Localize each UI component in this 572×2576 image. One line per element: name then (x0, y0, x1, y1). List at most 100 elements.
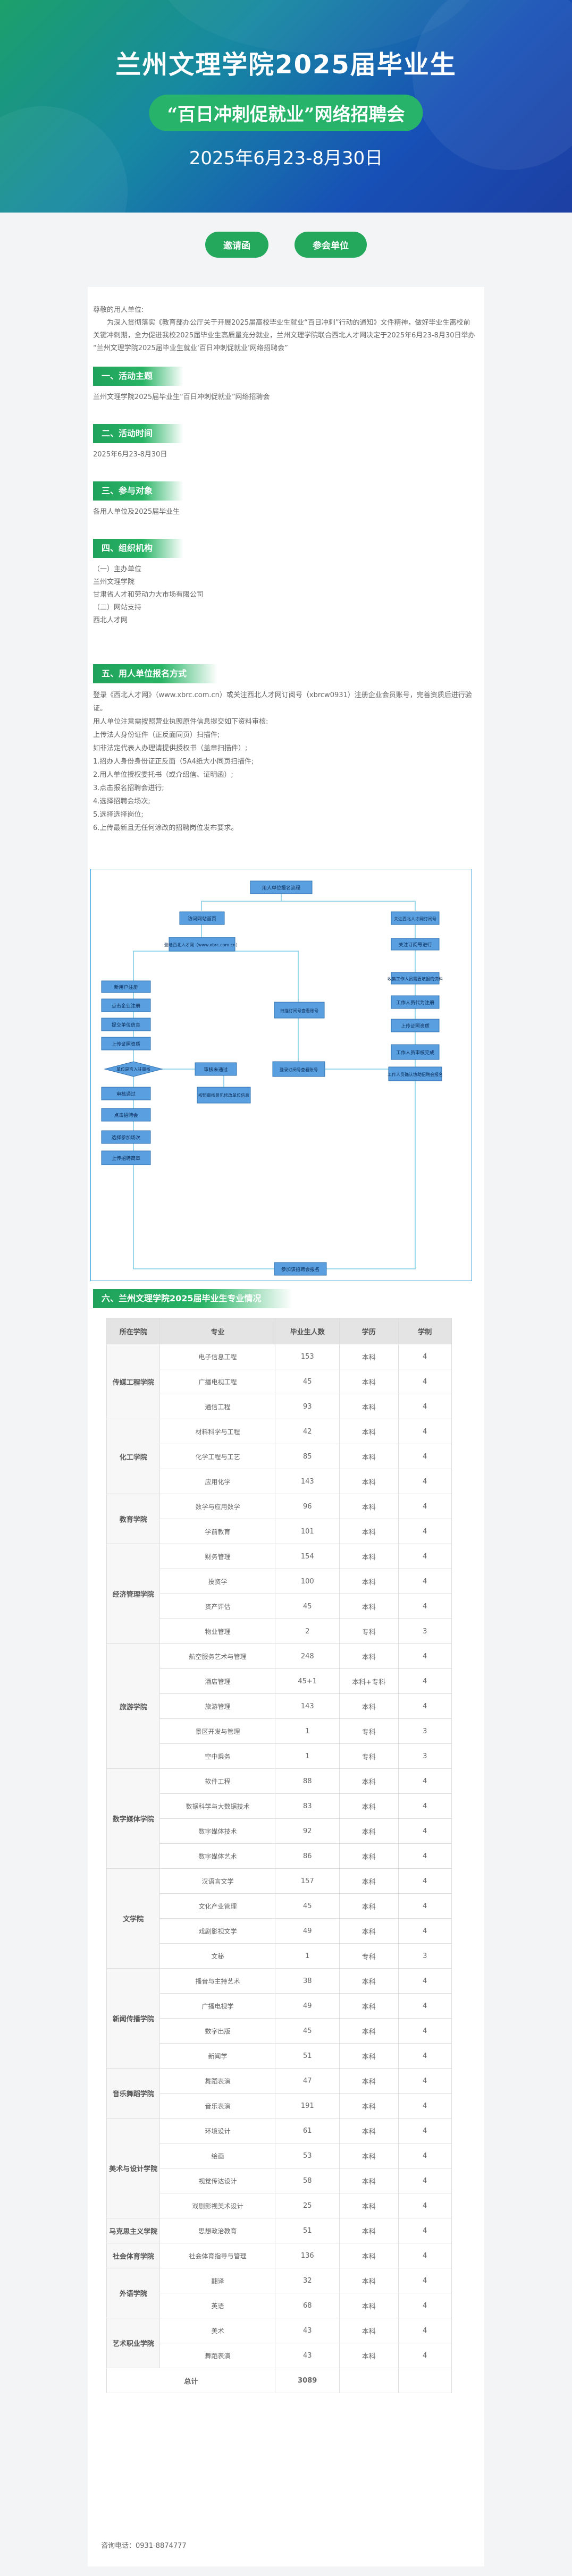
major-cell: 数字媒体技术 (159, 1818, 276, 1844)
section-heading: 一、活动主题 (93, 367, 184, 386)
degree-cell: 本科 (339, 1993, 399, 2019)
major-cell: 戏剧影视文学 (159, 1918, 276, 1944)
years-cell: 4 (398, 2343, 452, 2368)
degree-cell: 本科 (339, 1818, 399, 1844)
reg-line: 如非法定代表人办理请提供授权书（盖章扫描件）; (93, 744, 248, 752)
hero-title: 兰州文理学院2025届毕业生 (115, 50, 457, 80)
count-cell: 88 (275, 1768, 340, 1794)
years-cell: 4 (398, 1544, 452, 1569)
flow-label: 工作人员审核完成 (396, 1049, 434, 1056)
section-heading: 五、用人单位报名方式 (93, 664, 218, 683)
major-cell: 播音与主持艺术 (159, 1968, 276, 1994)
degree-cell: 本科 (339, 2118, 399, 2143)
reg-line: 3.点击报名招聘会进行; (93, 784, 164, 792)
degree-cell: 本科 (339, 2218, 399, 2243)
degree-cell: 本科 (339, 1868, 399, 1894)
count-cell: 51 (275, 2218, 340, 2243)
major-cell: 景区开发与管理 (159, 1718, 276, 1744)
years-cell: 4 (398, 1594, 452, 1619)
college-cell: 新闻传播学院 (106, 1968, 161, 2069)
section-body: 兰州文理学院2025届毕业生“百日冲刺促就业”网络招聘会 (93, 393, 270, 401)
degree-cell: 专科 (339, 1743, 399, 1769)
degree-cell: 本科 (339, 2143, 399, 2168)
tab-invitation[interactable]: 邀请函 (205, 232, 268, 258)
count-cell: 143 (275, 1693, 340, 1719)
years-cell: 4 (398, 2193, 452, 2218)
years-cell: 4 (398, 1868, 452, 1894)
years-cell: 4 (398, 1818, 452, 1844)
degree-cell: 本科 (339, 2018, 399, 2044)
flow-box (101, 998, 151, 1012)
years-cell: 4 (398, 2093, 452, 2119)
tab-participants[interactable]: 参会单位 (295, 232, 367, 258)
years-cell: 4 (398, 1693, 452, 1719)
years-cell: 4 (398, 2018, 452, 2044)
degree-cell: 本科 (339, 2093, 399, 2119)
degree-cell: 本科 (339, 2268, 399, 2293)
section-heading: 四、组织机构 (93, 539, 184, 558)
count-cell: 93 (275, 1394, 340, 1419)
major-cell: 绘画 (159, 2143, 276, 2168)
flow-box (388, 1066, 442, 1081)
degree-cell: 本科 (339, 1444, 399, 1469)
count-cell: 45 (275, 2018, 340, 2044)
section-heading: 六、兰州文理学院2025届毕业生专业情况 (93, 1289, 292, 1308)
years-cell: 4 (398, 1843, 452, 1869)
count-cell: 143 (275, 1469, 340, 1494)
degree-cell: 专科 (339, 1619, 399, 1644)
flow-box (274, 1262, 327, 1276)
flow-box (391, 995, 440, 1009)
intro-text: 尊敬的用人单位: 为深入贯彻落实《教育部办公厅关于开展2025届高校毕业生就业“… (93, 304, 476, 355)
reg-line: 上传法人身份证件（正反面同页）扫描件; (93, 731, 220, 739)
college-cell: 旅游学院 (106, 1643, 161, 1769)
count-cell: 42 (275, 1419, 340, 1444)
flow-label: 关注西北人才网订阅号 (394, 916, 436, 921)
years-cell: 4 (398, 1768, 452, 1794)
degree-cell: 本科 (339, 1544, 399, 1569)
registration-flowchart: 用人单位报名流程 访问网站首页 登陆西北人才网（www.xbrc.com.cn）… (90, 869, 472, 1281)
major-cell: 数学与应用数学 (159, 1494, 276, 1519)
count-cell: 248 (275, 1643, 340, 1669)
degree-cell: 本科 (339, 2168, 399, 2193)
major-cell: 音乐表演 (159, 2093, 276, 2119)
degree-cell: 本科 (339, 1643, 399, 1669)
major-cell: 空中乘务 (159, 1743, 276, 1769)
years-cell: 4 (398, 1893, 452, 1919)
header-college: 所在学院 (106, 1318, 161, 1344)
flow-label: 上传招聘简章 (112, 1155, 140, 1162)
org-line: （一）主办单位 (93, 565, 142, 573)
count-cell: 53 (275, 2143, 340, 2168)
count-cell: 38 (275, 1968, 340, 1994)
count-cell: 61 (275, 2118, 340, 2143)
years-cell: 4 (398, 2043, 452, 2069)
years-cell: 3 (398, 1943, 452, 1969)
major-cell: 美术 (159, 2318, 276, 2343)
degree-cell: 专科 (339, 1943, 399, 1969)
degree-cell: 本科 (339, 1344, 399, 1369)
major-cell: 新闻学 (159, 2043, 276, 2069)
major-cell: 材料科学与工程 (159, 1419, 276, 1444)
major-cell: 戏剧影视美术设计 (159, 2193, 276, 2218)
major-cell: 翻译 (159, 2268, 276, 2293)
flow-box (101, 1108, 151, 1122)
degree-cell: 本科 (339, 1419, 399, 1444)
college-cell: 音乐舞蹈学院 (106, 2068, 161, 2119)
total-value: 3089 (275, 2368, 340, 2393)
reg-line: 6.上传最新且无任何涂改的招聘岗位发布要求。 (93, 824, 238, 832)
major-cell: 广播电视学 (159, 1993, 276, 2019)
count-cell: 51 (275, 2043, 340, 2069)
major-cell: 数字媒体艺术 (159, 1843, 276, 1869)
